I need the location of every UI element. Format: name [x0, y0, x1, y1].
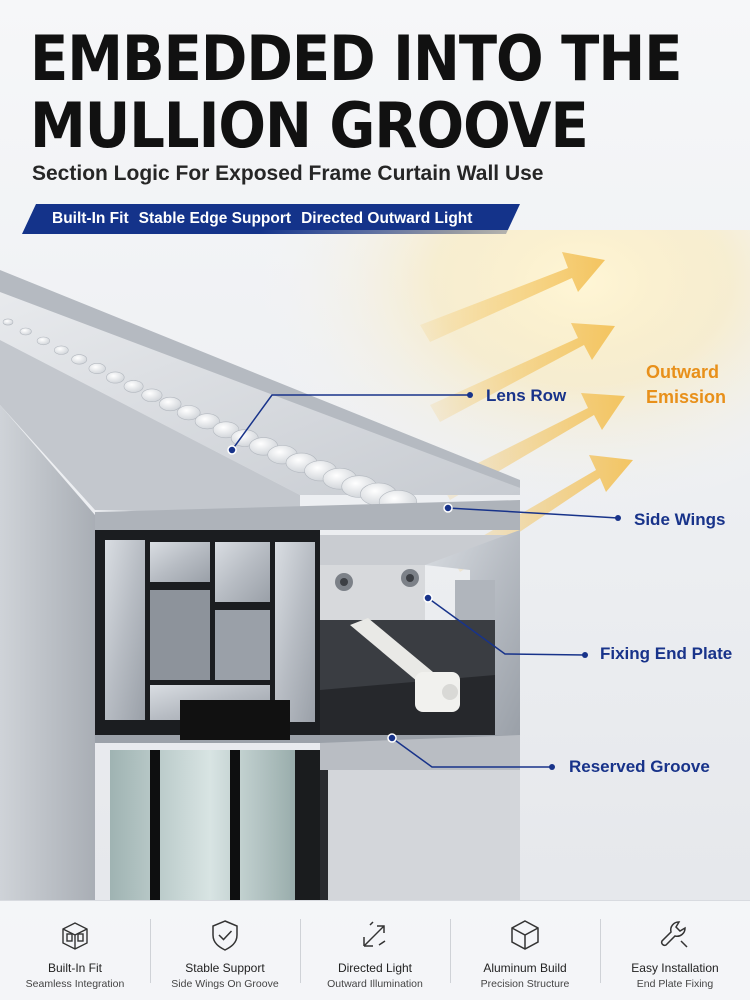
lens [2, 318, 14, 326]
feature-title: Aluminum Build [483, 961, 567, 975]
feature-title: Directed Light [337, 961, 413, 975]
emission-line-1: Outward [646, 362, 720, 382]
callout-dots [227, 392, 621, 770]
callout-outward-emission: Outward Emission [646, 360, 726, 410]
feature-title: Easy Installation [631, 961, 719, 975]
feature-subtitle: Seamless Integration [25, 978, 125, 990]
feature-strip: Built-In Fit Seamless Integration Stable… [0, 900, 750, 1000]
lens [141, 388, 163, 403]
feature-aluminum-build: Aluminum Build Precision Structure [450, 901, 600, 1000]
callout-fixing-end-plate: Fixing End Plate [600, 644, 733, 663]
tag-built-in-fit: Built-In Fit [52, 210, 129, 227]
box-3d-icon [511, 920, 539, 950]
wrench-icon [660, 921, 688, 948]
rail-top-face [0, 290, 520, 495]
lens [106, 371, 125, 384]
feature-subtitle: End Plate Fixing [636, 978, 714, 990]
feature-title: Built-In Fit [47, 961, 102, 975]
feature-built-in-fit: Built-In Fit Seamless Integration [0, 901, 150, 1000]
profile-cube-icon [62, 922, 88, 950]
lens [19, 327, 32, 336]
feature-directed-light: Directed Light Outward Illumination [300, 901, 450, 1000]
product-illustration [0, 230, 750, 900]
feature-stable-support: Stable Support Side Wings On Groove [150, 901, 300, 1000]
subtitle: Section Logic For Exposed Frame Curtain … [32, 162, 544, 185]
tag-directed-outward-light: Directed Outward Light [301, 210, 473, 227]
headline-line-1: EMBEDDED INTO THE [30, 22, 682, 96]
lens [212, 421, 240, 439]
mullion-section-drawing [0, 230, 750, 900]
lens [194, 413, 220, 430]
tag-bar: Built-In Fit Stable Edge Support Directe… [22, 204, 520, 234]
tag-stable-edge-support: Stable Edge Support [138, 210, 292, 227]
light-direction-icon [363, 921, 386, 947]
lens [53, 345, 69, 355]
feature-subtitle: Precision Structure [480, 978, 570, 990]
headline-line-2: MULLION GROOVE [30, 89, 589, 163]
lens [36, 336, 51, 346]
lens [88, 363, 106, 375]
shield-check-icon [212, 920, 238, 951]
profile-cross-section [95, 500, 520, 900]
lens [159, 396, 182, 412]
emission-line-2: Emission [646, 387, 727, 407]
headline: EMBEDDED INTO THE MULLION GROOVE [30, 22, 720, 163]
lens [123, 380, 144, 393]
lens [71, 354, 88, 365]
feature-easy-installation: Easy Installation End Plate Fixing [600, 901, 750, 1000]
feature-title: Stable Support [185, 961, 265, 975]
callout-lens-row: Lens Row [486, 386, 567, 405]
frame-side-face [0, 405, 95, 900]
callout-lines [231, 394, 619, 768]
callout-reserved-groove: Reserved Groove [569, 757, 710, 776]
lens [176, 405, 201, 421]
feature-subtitle: Side Wings On Groove [171, 978, 279, 990]
feature-subtitle: Outward Illumination [327, 978, 423, 990]
callout-side-wings: Side Wings [634, 510, 726, 529]
